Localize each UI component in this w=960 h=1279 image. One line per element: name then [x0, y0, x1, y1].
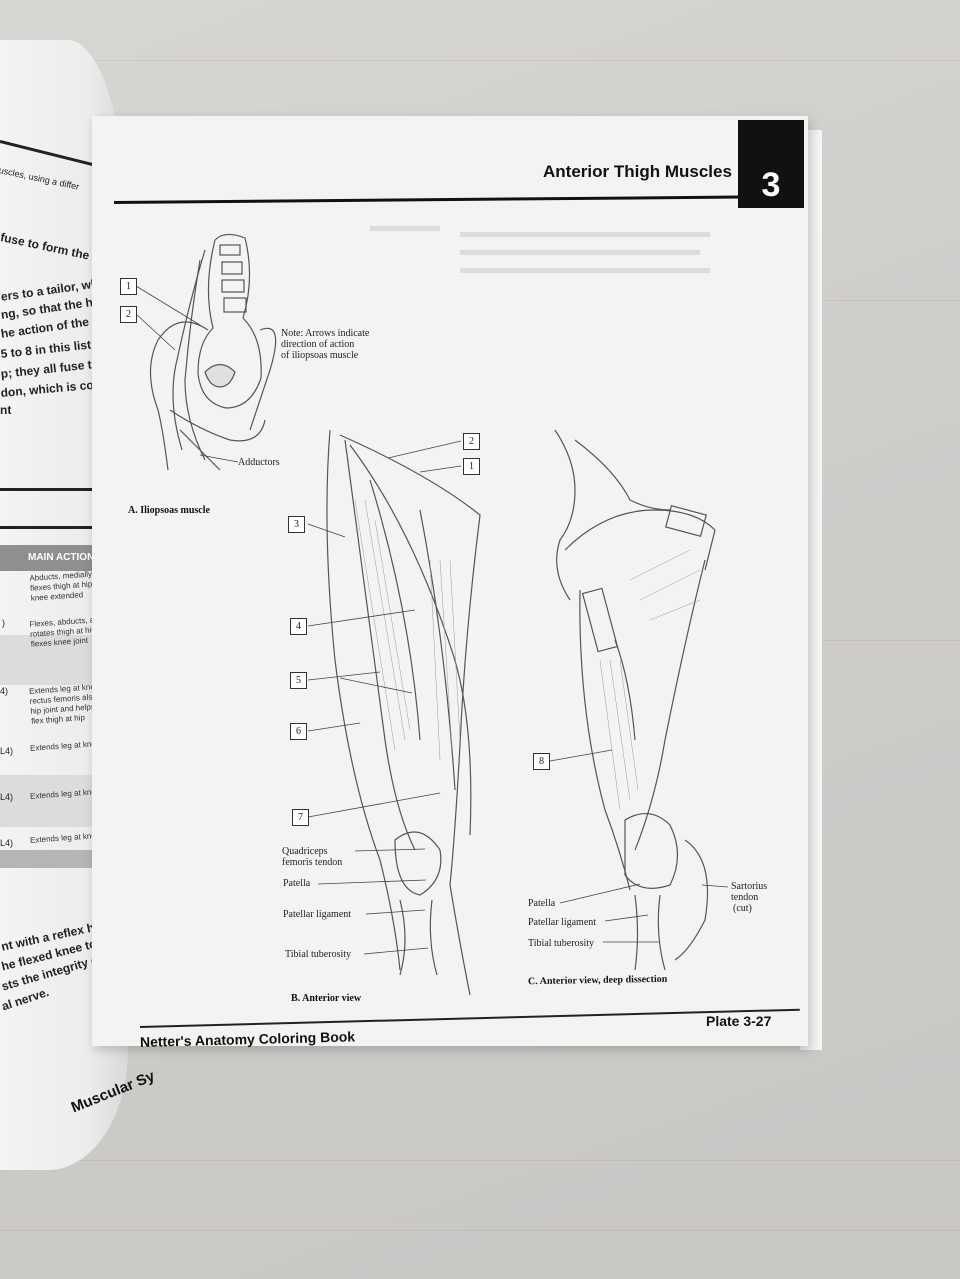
label-box-6: 6: [290, 723, 307, 740]
adductors-label: Adductors: [238, 457, 280, 468]
label-quadriceps: Quadriceps: [282, 846, 328, 857]
label-box-5: 5: [290, 672, 307, 689]
left-page-rule: [0, 526, 128, 529]
label-sartorius-cut: (cut): [733, 903, 752, 914]
show-through: [460, 250, 700, 255]
caption-b: B. Anterior view: [291, 993, 362, 1004]
label-patellar-ligament-b: Patellar ligament: [283, 909, 352, 920]
label-box-1: 1: [463, 458, 480, 475]
level-tag: 4): [0, 686, 9, 696]
level-tag: L4): [0, 746, 14, 756]
chapter-tab: 3: [738, 120, 804, 208]
page-title: Anterior Thigh Muscles: [543, 162, 732, 181]
label-box-8: 8: [533, 753, 550, 770]
label-box-4: 4: [290, 618, 307, 635]
show-through: [460, 268, 710, 273]
label-patella-c: Patella: [528, 898, 556, 909]
show-through: [370, 226, 440, 231]
label-box-7: 7: [292, 809, 309, 826]
plate-number: Plate 3-27: [706, 1013, 772, 1029]
label-sartorius-tendon: tendon: [731, 892, 759, 903]
note-line: direction of action: [281, 339, 355, 350]
note-line: Note: Arrows indicate: [281, 328, 370, 339]
label-patella-b: Patella: [283, 878, 311, 889]
label-tibial-tuberosity-b: Tibial tuberosity: [285, 949, 352, 960]
level-tag: ): [2, 618, 5, 628]
note-line: of iliopsoas muscle: [281, 350, 359, 361]
label-patellar-ligament-c: Patellar ligament: [528, 917, 597, 928]
label-sartorius: Sartorius: [731, 881, 768, 892]
label-box-2: 2: [463, 433, 480, 450]
level-tag: L4): [0, 792, 14, 802]
left-text-line: nt: [0, 403, 12, 417]
label-box-2: 2: [120, 306, 137, 323]
label-tibial-tuberosity-c: Tibial tuberosity: [528, 938, 595, 949]
level-tag: L4): [0, 838, 14, 848]
show-through: [460, 232, 710, 237]
left-page-rule: [0, 488, 128, 491]
label-box-1: 1: [120, 278, 137, 295]
label-box-3: 3: [288, 516, 305, 533]
label-quadriceps-tendon: femoris tendon: [282, 857, 343, 868]
caption-a: A. Iliopsoas muscle: [128, 505, 210, 516]
